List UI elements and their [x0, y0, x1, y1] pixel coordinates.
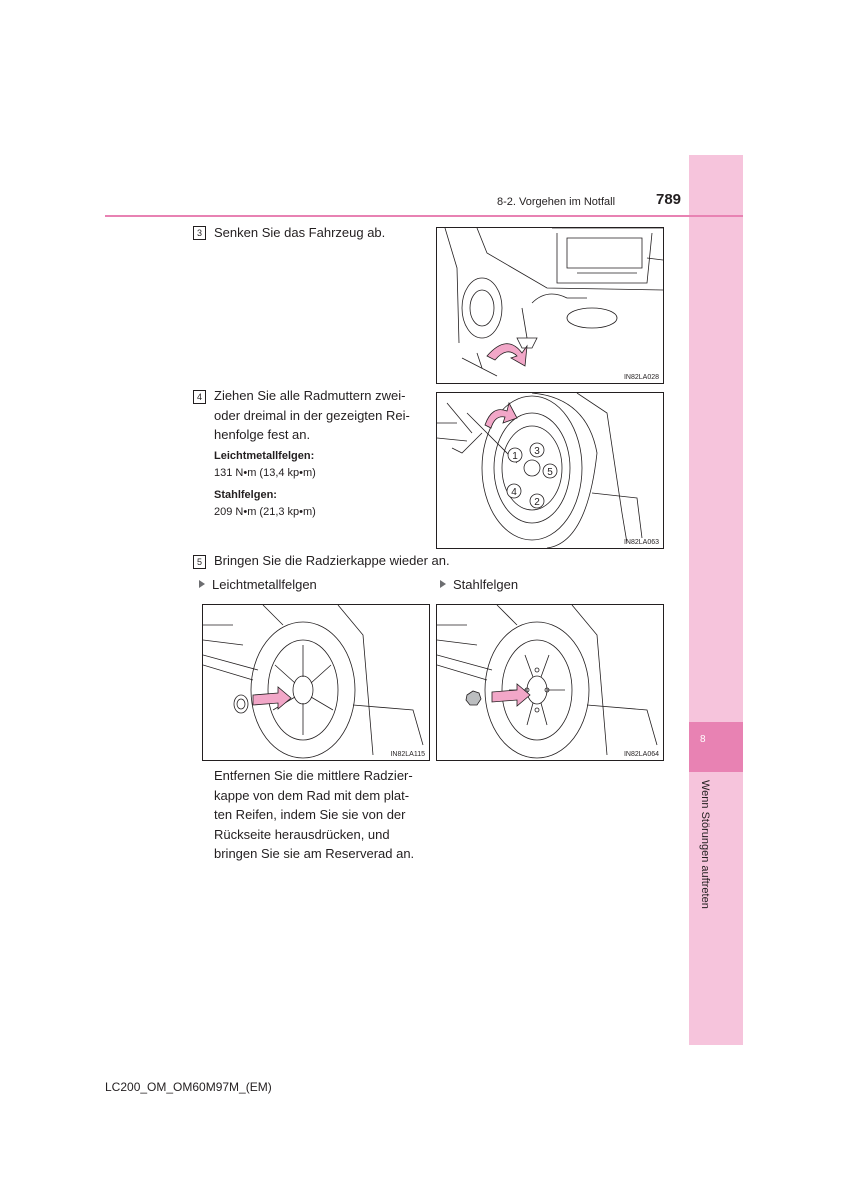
lower-vehicle-illustration [444, 228, 663, 377]
alloy-torque-heading: Leichtmetallfelgen: [214, 450, 315, 462]
page-number: 789 [656, 191, 682, 208]
step-4-line-2: oder dreimal in der gezeigten Rei- [214, 407, 410, 423]
figure-code: IN82LA063 [623, 539, 659, 546]
alloy-cap-illustration [203, 605, 424, 759]
chapter-tab-active[interactable] [689, 722, 743, 772]
section-title: 8-2. Vorgehen im Notfall [497, 196, 616, 208]
figure-lower-vehicle: IN82LA028 [436, 227, 664, 384]
nut-label-3: 3 [534, 446, 540, 457]
steel-torque-value: 209 N•m (21,3 kp•m) [214, 506, 316, 518]
steel-torque-heading: Stahlfelgen: [214, 489, 277, 501]
bullet-alloy-label: Leichtmetallfelgen [212, 577, 317, 592]
header-rule [105, 215, 743, 217]
document-code: LC200_OM_OM60M97M_(EM) [105, 1080, 272, 1094]
remove-cap-line-3: ten Reifen, indem Sie sie von der [214, 807, 406, 822]
figure-code: IN82LA064 [623, 751, 659, 758]
figure-code: IN82LA115 [390, 751, 425, 758]
bullet-alloy: Leichtmetallfelgen [199, 577, 317, 592]
remove-cap-line-1: Entfernen Sie die mittlere Radzier- [214, 768, 413, 783]
step-number-5: 5 [193, 555, 206, 569]
step-number-3: 3 [193, 226, 206, 240]
chapter-number: 8 [700, 734, 706, 745]
step-3-text: Senken Sie das Fahrzeug ab. [214, 225, 386, 240]
remove-cap-line-5: bringen Sie sie am Reserverad an. [214, 846, 415, 861]
step-number-4: 4 [193, 390, 206, 404]
bullet-triangle-icon [440, 580, 446, 588]
nut-label-2: 2 [534, 497, 540, 508]
figure-steel-cap: IN82LA064 [436, 604, 664, 761]
figure-alloy-cap: IN82LA115 [202, 604, 430, 761]
figure-code: IN82LA028 [623, 374, 659, 381]
nut-label-4: 4 [511, 487, 517, 498]
bullet-steel-label: Stahlfelgen [453, 577, 519, 592]
figure-tighten-nuts: 1 2 3 4 5 IN82LA063 [436, 392, 664, 549]
chapter-side-tab [689, 155, 743, 1045]
bullet-steel: Stahlfelgen [440, 577, 518, 592]
steel-cap-illustration [437, 605, 658, 759]
alloy-torque-value: 131 N•m (13,4 kp•m) [214, 467, 316, 479]
step-5-text: Bringen Sie die Radzierkappe wieder an. [214, 553, 450, 568]
tighten-nuts-illustration: 1 2 3 4 5 [437, 393, 643, 548]
bullet-triangle-icon [199, 580, 205, 588]
step-4-line-3: henfolge fest an. [214, 427, 311, 442]
step-4-line-1: Ziehen Sie alle Radmuttern zwei- [214, 388, 406, 403]
nut-label-5: 5 [547, 467, 553, 478]
remove-cap-line-2: kappe von dem Rad mit dem plat- [214, 787, 410, 803]
chapter-label: Wenn Störungen auftreten [699, 780, 711, 909]
nut-label-1: 1 [512, 451, 518, 462]
remove-cap-line-4: Rückseite herausdrücken, und [214, 826, 390, 842]
